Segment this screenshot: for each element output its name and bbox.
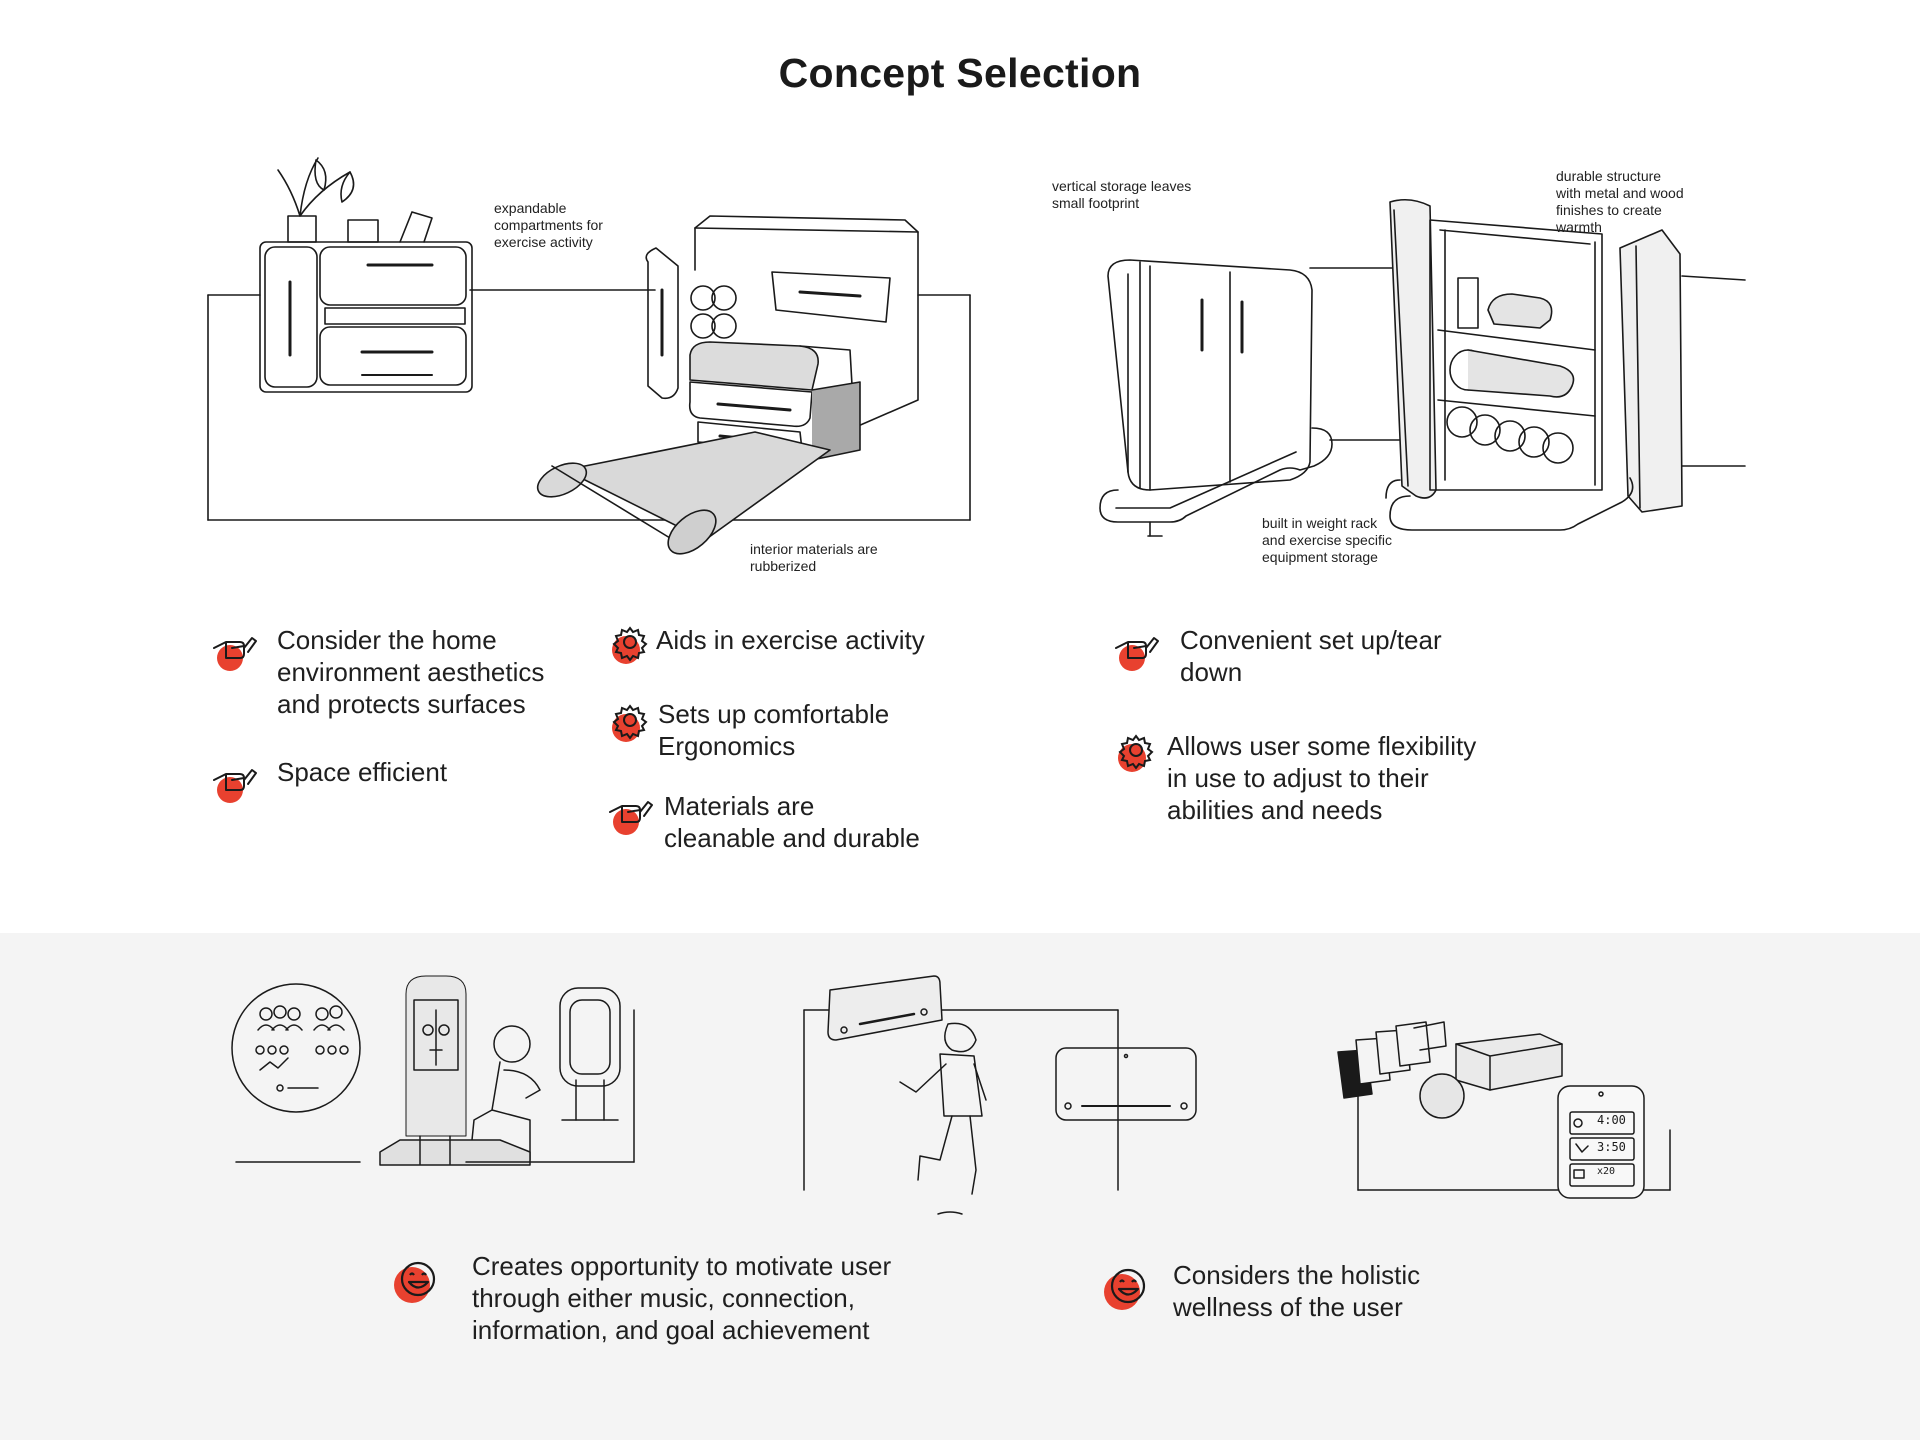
seated-user-sketch	[230, 970, 650, 1170]
page-title: Concept Selection	[778, 50, 1142, 96]
feature-flexibility: Allows user some flexibility in use to a…	[1167, 731, 1477, 825]
feature-holistic: Considers the holistic wellness of the u…	[1173, 1260, 1421, 1322]
smile-icon	[394, 1261, 436, 1303]
phone-row-3: x20	[1597, 1166, 1616, 1177]
feature-ergonomics: Sets up comfortable Ergonomics	[658, 699, 890, 761]
feature-motivate: Creates opportunity to motivate user thr…	[472, 1251, 892, 1345]
annotation-rubberized: interior materials are rubberized	[750, 541, 878, 574]
modules-phone-sketch	[1330, 1010, 1690, 1200]
feature-space: Space efficient	[277, 757, 448, 787]
feature-aesthetics: Consider the home environment aesthetics…	[277, 625, 545, 719]
phone-row-1: 4:00	[1597, 1113, 1626, 1127]
hand-check-icon	[1115, 637, 1159, 671]
hand-check-icon	[609, 801, 653, 835]
gear-icon	[612, 626, 648, 664]
annotation-durable: durable structure with metal and wood fi…	[1556, 168, 1684, 235]
feature-materials: Materials are cleanable and durable	[664, 791, 920, 853]
annotation-expandable: expandable compartments for exercise act…	[494, 200, 603, 250]
wall-screen-sketch	[800, 980, 1200, 1220]
annotation-vertical: vertical storage leaves small footprint	[1052, 178, 1192, 211]
hand-check-icon	[213, 769, 257, 803]
gear-icon	[1118, 734, 1154, 772]
phone-row-2: 3:50	[1597, 1140, 1626, 1154]
cabinet-sketch	[200, 150, 990, 570]
vertical-cabinet-sketch	[1090, 190, 1750, 570]
hand-check-icon	[213, 637, 257, 671]
feature-aids: Aids in exercise activity	[656, 625, 925, 655]
gear-icon	[612, 704, 648, 742]
feature-setup: Convenient set up/tear down	[1180, 625, 1442, 687]
annotation-weightrack: built in weight rack and exercise specif…	[1262, 515, 1392, 565]
smile-icon	[1104, 1268, 1146, 1310]
